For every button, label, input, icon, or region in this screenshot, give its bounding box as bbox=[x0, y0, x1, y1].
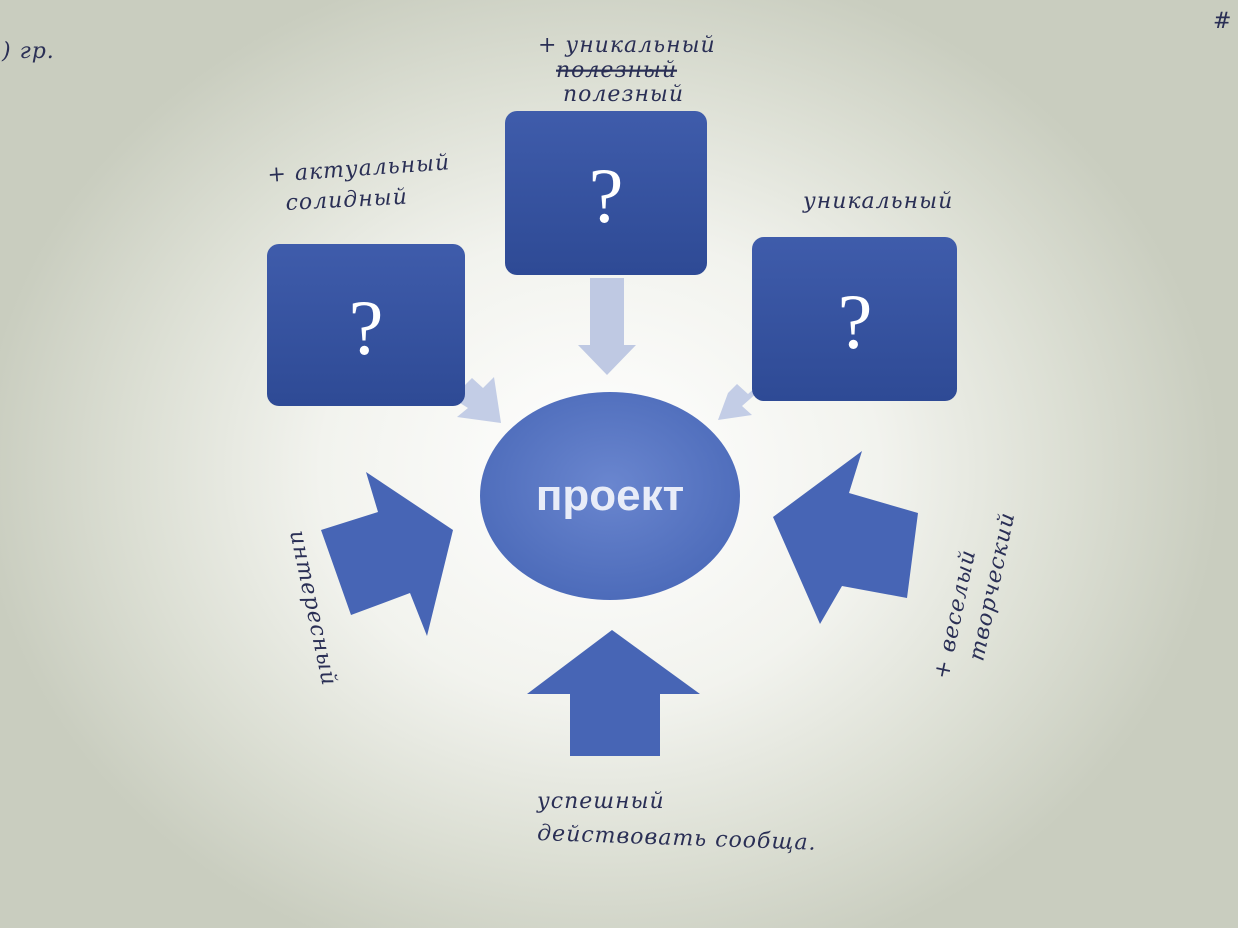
note-right-box-line1: уникальный bbox=[802, 189, 953, 214]
center-label: проект bbox=[536, 471, 684, 520]
left-question-box bbox=[267, 244, 465, 406]
right-block-arrow bbox=[773, 451, 918, 624]
top-box-question-mark: ? bbox=[589, 152, 624, 239]
center-ellipse bbox=[480, 392, 740, 600]
right-box-question-mark: ? bbox=[838, 278, 873, 365]
top-connector-arrow bbox=[578, 278, 636, 375]
bottom-block-arrow bbox=[527, 630, 700, 756]
note-left-box-line1: + актуальный bbox=[267, 150, 451, 188]
note-top-left-corner: ) гр. bbox=[1, 39, 55, 64]
note-top-box-line1: + уникальный bbox=[538, 33, 716, 58]
right-question-box bbox=[752, 237, 957, 401]
note-top-right-corner: # bbox=[1213, 9, 1232, 34]
note-top-box-line2: полезный bbox=[556, 58, 677, 83]
top-question-box bbox=[505, 111, 707, 275]
left-block-arrow bbox=[321, 472, 453, 636]
note-top-box-line3: полезный bbox=[563, 82, 684, 107]
right-connector-arrow bbox=[718, 378, 766, 420]
note-bottom-arrow-line1: успешный bbox=[536, 789, 665, 814]
left-box-question-mark: ? bbox=[349, 284, 384, 371]
note-bottom-arrow-line2: действовать сообща. bbox=[537, 821, 817, 856]
note-left-box-line2: солидный bbox=[285, 185, 408, 216]
